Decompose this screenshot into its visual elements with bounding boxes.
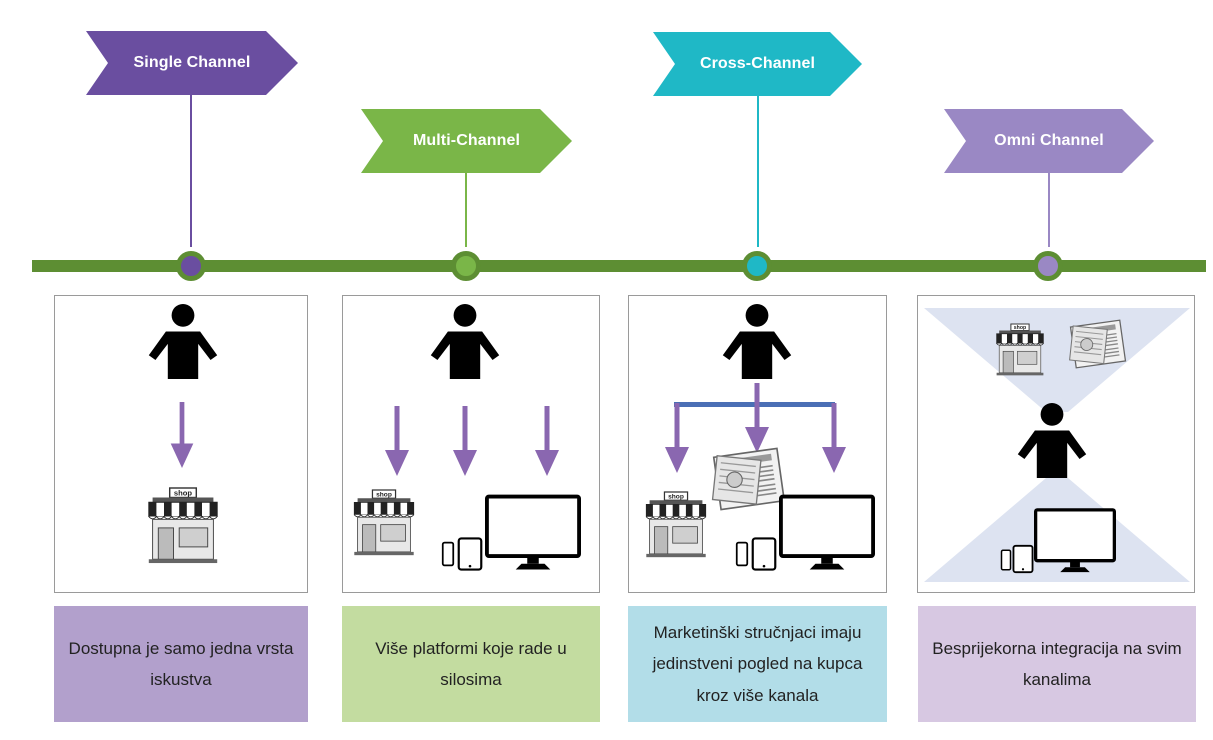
- phone-icon: [441, 540, 455, 568]
- timeline-node-cross: [742, 251, 772, 281]
- timeline-node-omni: [1033, 251, 1063, 281]
- stage-caption: Besprijekorna integracija na svim kanali…: [918, 606, 1196, 722]
- timeline-node-multi: [451, 251, 481, 281]
- phone-icon: [1000, 548, 1012, 572]
- arrow-down-icon: [535, 404, 559, 478]
- stage-flag-cross-channel: Cross-Channel: [653, 32, 862, 96]
- shop-icon: [351, 488, 417, 558]
- newspaper-icon: [709, 446, 789, 512]
- flag-shape: [653, 32, 862, 96]
- arrow-down-icon: [170, 402, 194, 468]
- tablet-icon: [457, 536, 483, 572]
- arrow-down-icon: [385, 404, 409, 478]
- newspaper-icon: [1068, 318, 1128, 370]
- stage-title: Cross-Channel: [699, 55, 816, 72]
- shop-icon: [994, 322, 1046, 378]
- person-icon: [427, 303, 503, 379]
- stage-caption: Marketinški stručnjaci imaju jedinstveni…: [628, 606, 887, 722]
- stage-title: Multi-Channel: [412, 132, 521, 149]
- stage-title: Omni Channel: [994, 132, 1104, 149]
- arrow-down-icon: [822, 402, 846, 474]
- stage-stem: [757, 96, 759, 247]
- stage-title: Single Channel: [133, 54, 251, 71]
- stage-stem: [1048, 173, 1050, 247]
- monitor-icon: [1034, 508, 1116, 574]
- person-icon: [1014, 402, 1090, 478]
- stage-panel-omni: [917, 295, 1195, 593]
- stage-panel-single: [54, 295, 308, 593]
- person-icon: [145, 303, 221, 379]
- stage-flag-omni-channel: Omni Channel: [944, 109, 1154, 173]
- shop-icon: [145, 487, 221, 565]
- stage-panel-multi: [342, 295, 600, 593]
- timeline-node-single: [176, 251, 206, 281]
- stage-flag-single-channel: Single Channel: [86, 31, 298, 95]
- person-icon: [719, 303, 795, 379]
- stage-flag-multi-channel: Multi-Channel: [361, 109, 572, 173]
- shop-icon: [643, 490, 709, 560]
- stage-caption: Više platformi koje rade u silosima: [342, 606, 600, 722]
- flag-shape: [86, 31, 298, 95]
- phone-icon: [735, 540, 749, 568]
- tablet-icon: [1012, 544, 1034, 574]
- monitor-icon: [485, 494, 581, 572]
- stage-panel-cross: [628, 295, 887, 593]
- stage-caption: Dostupna je samo jedna vrsta iskustva: [54, 606, 308, 722]
- stage-stem: [190, 95, 192, 247]
- flag-shape: [361, 109, 572, 173]
- tablet-icon: [751, 536, 777, 572]
- monitor-icon: [779, 494, 875, 572]
- timeline-line: [32, 260, 1206, 272]
- arrow-down-icon: [453, 404, 477, 478]
- arrow-down-icon: [665, 402, 689, 474]
- flag-shape: [944, 109, 1154, 173]
- stage-stem: [465, 173, 467, 247]
